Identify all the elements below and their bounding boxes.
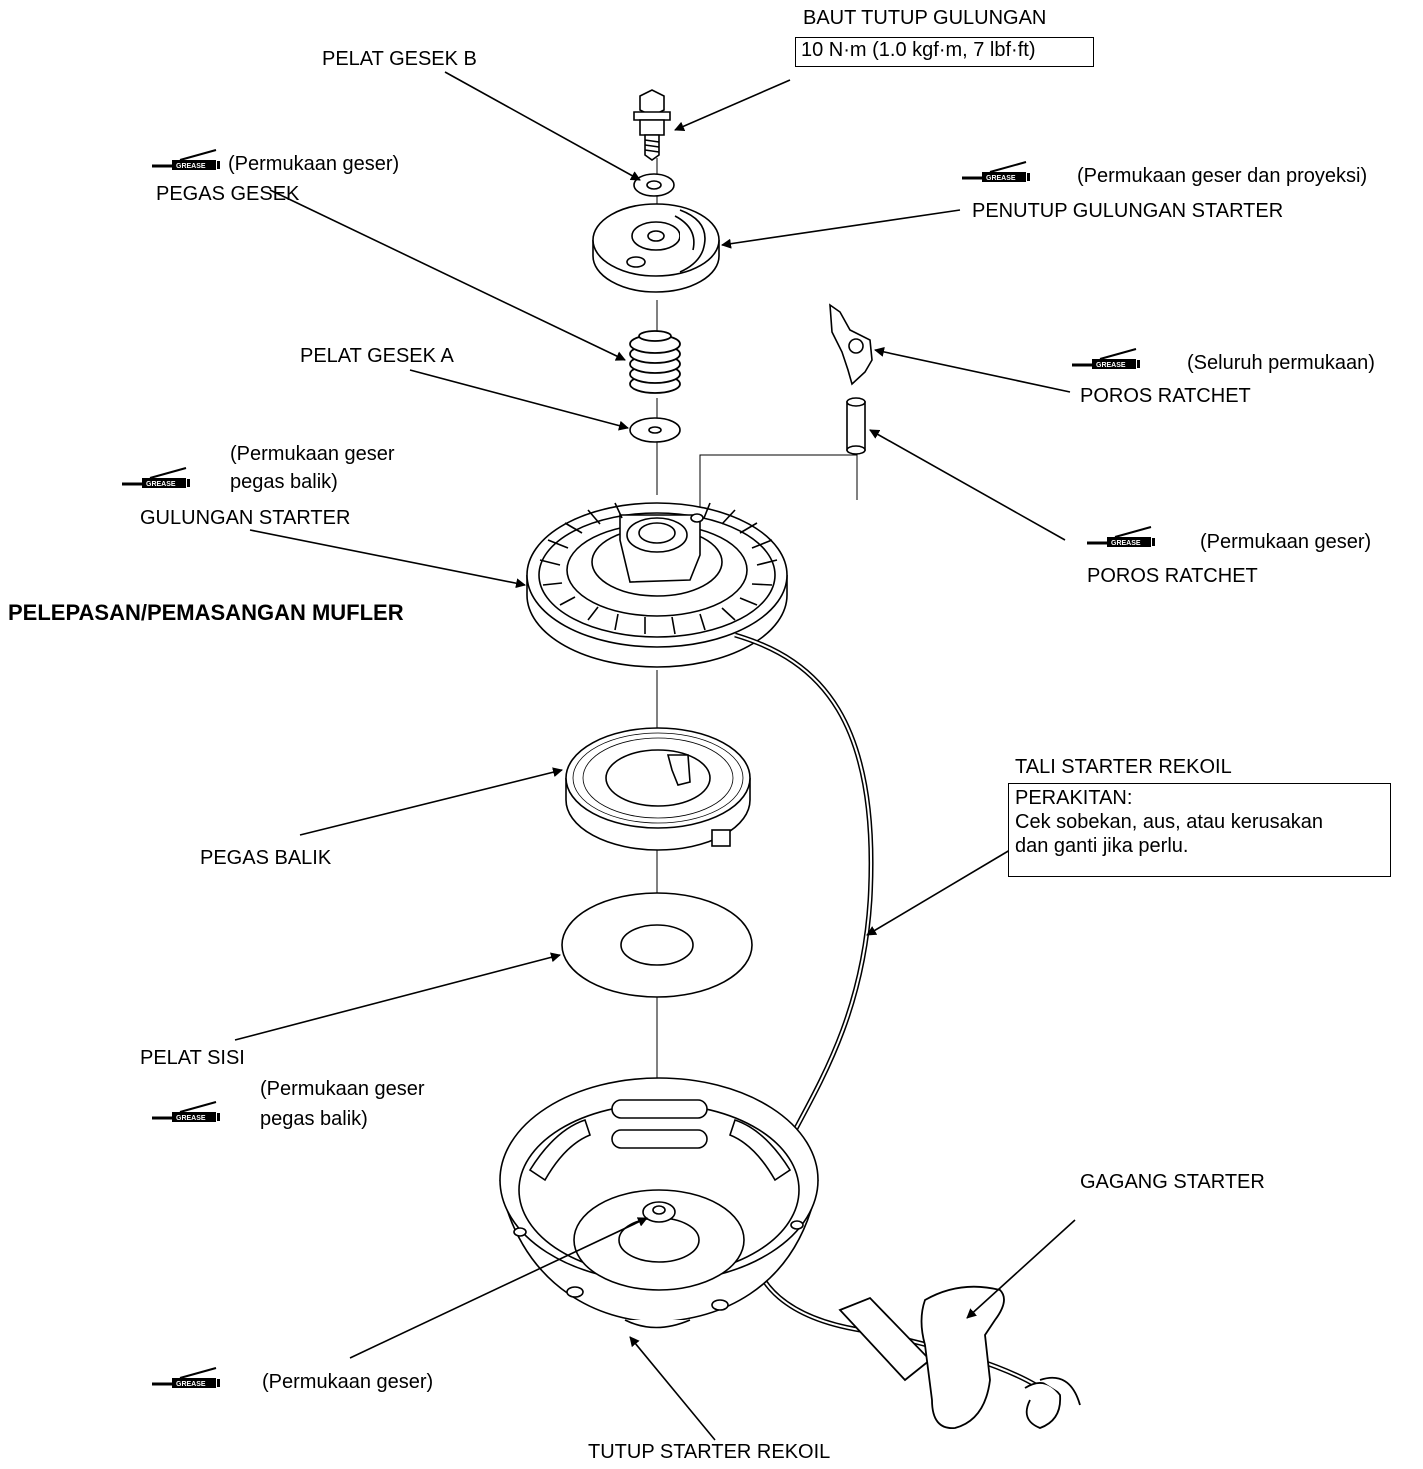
note-starter-reel-2: pegas balik): [230, 471, 338, 493]
note-ratchet-shaft: (Permukaan geser): [1200, 531, 1372, 553]
note-ratchet: (Seluruh permukaan): [1187, 352, 1375, 374]
torque-spec: 10 N·m (1.0 kgf·m, 7 lbf·ft): [795, 37, 1094, 67]
ratchet-shaft: [846, 397, 866, 455]
svg-text:GREASE: GREASE: [176, 1381, 206, 1388]
assembly-note-box: PERAKITAN: Cek sobekan, aus, atau kerusa…: [1008, 783, 1391, 877]
label-starter-reel: GULUNGAN STARTER: [140, 507, 351, 529]
assembly-note-line-2: dan ganti jika perlu.: [1015, 835, 1189, 857]
grease-icon: GREASE: [962, 161, 1030, 182]
friction-plate-a: [629, 417, 681, 443]
note-starter-case: (Permukaan geser): [262, 1371, 434, 1393]
label-friction-plate-b: PELAT GESEK B: [322, 48, 477, 70]
grease-icon: GREASE: [1087, 526, 1155, 547]
label-side-plate: PELAT SISI: [140, 1047, 245, 1069]
label-starter-rope: TALI STARTER REKOIL: [1015, 756, 1232, 778]
center-axis: [656, 158, 858, 1205]
starter-reel: [526, 502, 788, 668]
label-ratchet: POROS RATCHET: [1080, 385, 1251, 407]
friction-spring: [629, 330, 681, 394]
note-friction-spring: (Permukaan geser): [228, 153, 400, 175]
note-side-plate-2: pegas balik): [260, 1108, 368, 1130]
starter-grip: [838, 1285, 1081, 1429]
svg-text:GREASE: GREASE: [176, 1115, 206, 1122]
label-ratchet-shaft: POROS RATCHET: [1087, 565, 1258, 587]
return-spring: [565, 727, 751, 851]
label-reel-cover: PENUTUP GULUNGAN STARTER: [972, 200, 1284, 222]
reel-cover: [592, 203, 720, 293]
label-starter-case: TUTUP STARTER REKOIL: [588, 1441, 831, 1463]
grease-icon: GREASE: [152, 149, 220, 170]
label-bolt: BAUT TUTUP GULUNGAN: [803, 7, 1047, 29]
note-side-plate: (Permukaan geser: [260, 1078, 425, 1100]
svg-text:GREASE: GREASE: [146, 481, 176, 488]
starter-case: [499, 1077, 819, 1329]
side-plate: [561, 892, 753, 998]
svg-text:GREASE: GREASE: [176, 163, 206, 170]
label-starter-grip: GAGANG STARTER: [1080, 1171, 1265, 1193]
starter-rope: [734, 632, 1052, 1397]
cap-bolt: [633, 89, 671, 161]
label-friction-spring: PEGAS GESEK: [156, 183, 300, 205]
torque-spec-text: 10 N·m (1.0 kgf·m, 7 lbf·ft): [801, 39, 1036, 61]
grease-icon: GREASE: [152, 1367, 220, 1388]
svg-text:GREASE: GREASE: [1111, 540, 1141, 547]
svg-text:GREASE: GREASE: [986, 175, 1016, 182]
leader-lines: [234, 71, 1076, 1441]
assembly-note-heading: PERAKITAN:: [1015, 787, 1133, 809]
assembly-note-line-1: Cek sobekan, aus, atau kerusakan: [1015, 811, 1323, 833]
friction-plate-b: [633, 173, 675, 197]
grease-icon: GREASE: [1072, 348, 1140, 369]
grease-icon: GREASE: [152, 1101, 220, 1122]
label-return-spring: PEGAS BALIK: [200, 847, 332, 869]
label-friction-plate-a: PELAT GESEK A: [300, 345, 454, 367]
note-starter-reel: (Permukaan geser: [230, 443, 395, 465]
ratchet: [829, 303, 873, 386]
grease-icon: GREASE: [122, 467, 190, 488]
section-title: PELEPASAN/PEMASANGAN MUFLER: [8, 600, 404, 625]
note-reel-cover: (Permukaan geser dan proyeksi): [1077, 165, 1368, 187]
svg-text:GREASE: GREASE: [1096, 362, 1126, 369]
